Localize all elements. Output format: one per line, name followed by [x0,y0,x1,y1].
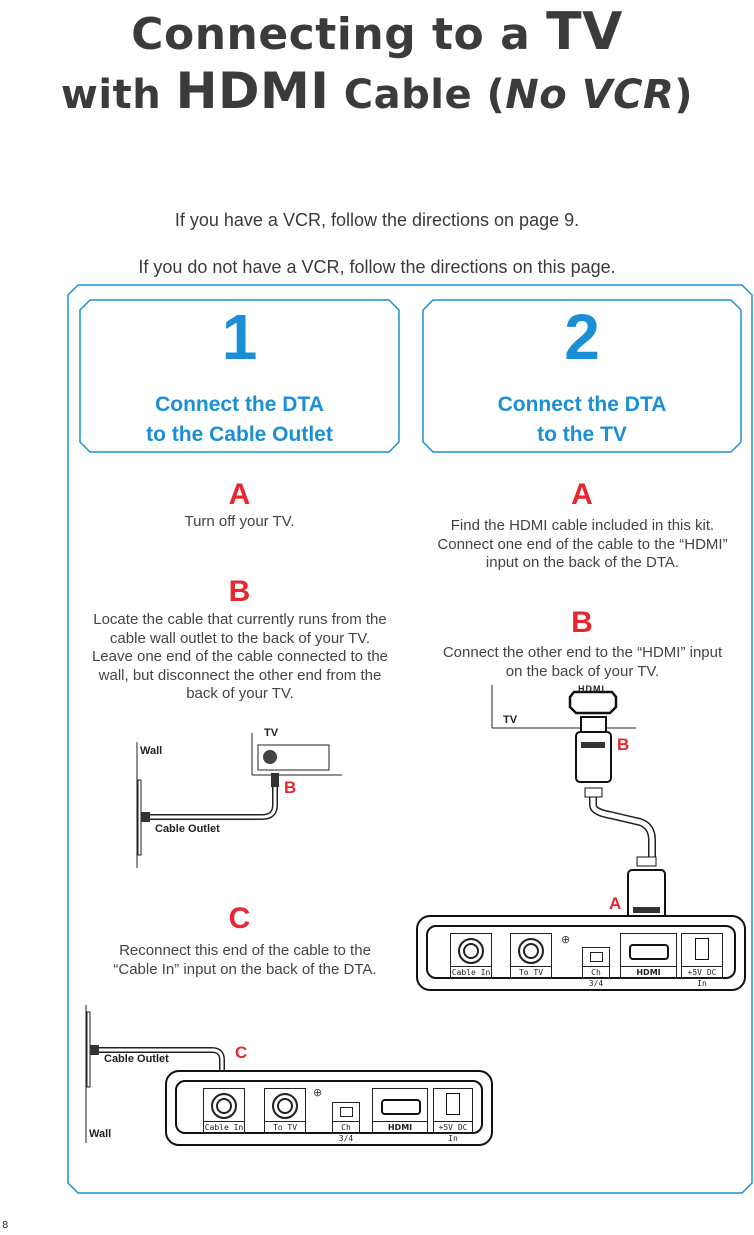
port-label: HDMI [373,1121,427,1133]
tv-label: TV [264,727,279,739]
to-tv-port: To TV [510,933,552,979]
dc-in-port: +5V DC In [681,933,723,988]
hdmi-port-icon [629,944,669,960]
port-label: Ch 3/4 [333,1121,359,1143]
intro-vcr: If you have a VCR, follow the directions… [174,210,580,230]
dc-jack-icon [446,1093,460,1115]
title-no-vcr: No VCR [505,72,675,118]
dta-device-back: Cable In To TV ⊕ Ch 3/4 HDMI +5V DC In [165,1070,493,1146]
coax-port-icon [272,1093,298,1119]
cable-in-port: Cable In [203,1088,245,1134]
panel-1-frame [79,299,400,453]
step-letter-b: B [228,575,251,608]
step-text-c: Reconnect this end of the cable to the “… [113,942,377,978]
outer-frame [67,284,753,1194]
switch-icon [590,952,603,962]
callout-b: B [284,778,297,797]
hdmi-port-tv [568,690,618,715]
callout-c: C [235,1043,248,1062]
hdmi-port: HDMI [620,933,677,979]
wall-plate [86,1011,91,1088]
coax-port-icon [458,938,484,964]
port-label: To TV [511,966,551,978]
coax-connector [271,773,279,787]
title-tv: TV [546,2,623,62]
callout-b: B [617,735,630,754]
screw-icon: ⊕ [313,1086,323,1099]
step-text-b: Locate the cable that currently runs fro… [91,611,389,702]
hdmi-port: HDMI [372,1088,428,1134]
step-text-b: Connect the other end to the “HDMI” inpu… [442,644,723,680]
dta-device-back: Cable In To TV ⊕ Ch 3/4 HDMI +5V DC In [416,915,746,991]
panel-2-number: 2 [564,301,600,373]
dc-in-port: +5V DC In [433,1088,473,1143]
panel-1-number: 1 [221,301,258,373]
tv-label: TV [503,714,518,726]
port-label: Cable In [204,1121,244,1132]
dta-panel [426,925,736,979]
title-hdmi: HDMI [175,62,330,120]
title-text: Cable ( [329,72,506,118]
hdmi-logo: HDMI [578,684,605,694]
panel-2-frame [422,299,742,453]
coax-cable [145,783,278,820]
page-title-line1: Connecting to a TV [0,2,754,62]
step-letter-b: B [571,606,593,639]
dc-jack-icon [695,938,709,960]
wall-label: Wall [89,1128,112,1140]
port-label: To TV [265,1121,305,1133]
step-letter-a: A [571,478,593,511]
wall-label: Wall [140,745,163,757]
port-label: Cable In [451,966,491,977]
cable-outlet-label: Cable Outlet [104,1053,169,1065]
port-label: +5V DC In [682,966,722,988]
step-letter-a: A [228,478,251,511]
hdmi-port-icon [381,1099,421,1115]
panel-1-title: Connect the DTA to the Cable Outlet [80,390,399,450]
port-label: +5V DC In [434,1121,472,1143]
hdmi-plug-b [575,731,612,783]
dta-panel [175,1080,483,1134]
coax-connector [90,1045,99,1055]
cable-outlet-label: Cable Outlet [155,823,220,835]
to-tv-port: To TV [264,1088,306,1134]
switch-icon [340,1107,353,1117]
title-text: with [60,72,176,118]
hdmi-cable [589,795,656,860]
page-number: 8 [2,1220,9,1231]
title-text: Connecting to a [131,9,547,60]
title-text: ) [674,72,694,118]
tv-coax-port [263,750,277,764]
panel-title-line: to the TV [537,423,627,446]
step-text-a: Turn off your TV. [184,513,295,530]
intro-no-vcr: If you do not have a VCR, follow the dir… [138,257,616,277]
coax-port-icon [518,938,544,964]
step-letter-c: C [228,902,251,935]
panel-title-line: to the Cable Outlet [146,423,333,446]
coax-connector [141,812,150,822]
ch-switch: Ch 3/4 [582,947,610,988]
coax-port-icon [211,1093,237,1119]
step-text-a: Find the HDMI cable included in this kit… [437,517,728,571]
panel-title-line: Connect the DTA [497,393,667,416]
wall-plate [137,779,142,856]
screw-icon: ⊕ [561,933,571,946]
ch-switch: Ch 3/4 [332,1102,360,1143]
cable-in-port: Cable In [450,933,492,979]
port-label: Ch 3/4 [583,966,609,988]
port-label: HDMI [621,966,676,978]
page-title-line2: with HDMI Cable (No VCR) [0,62,754,120]
panel-title-line: Connect the DTA [155,393,324,416]
panel-2-title: Connect the DTA to the TV [423,390,741,450]
callout-a: A [609,894,622,913]
